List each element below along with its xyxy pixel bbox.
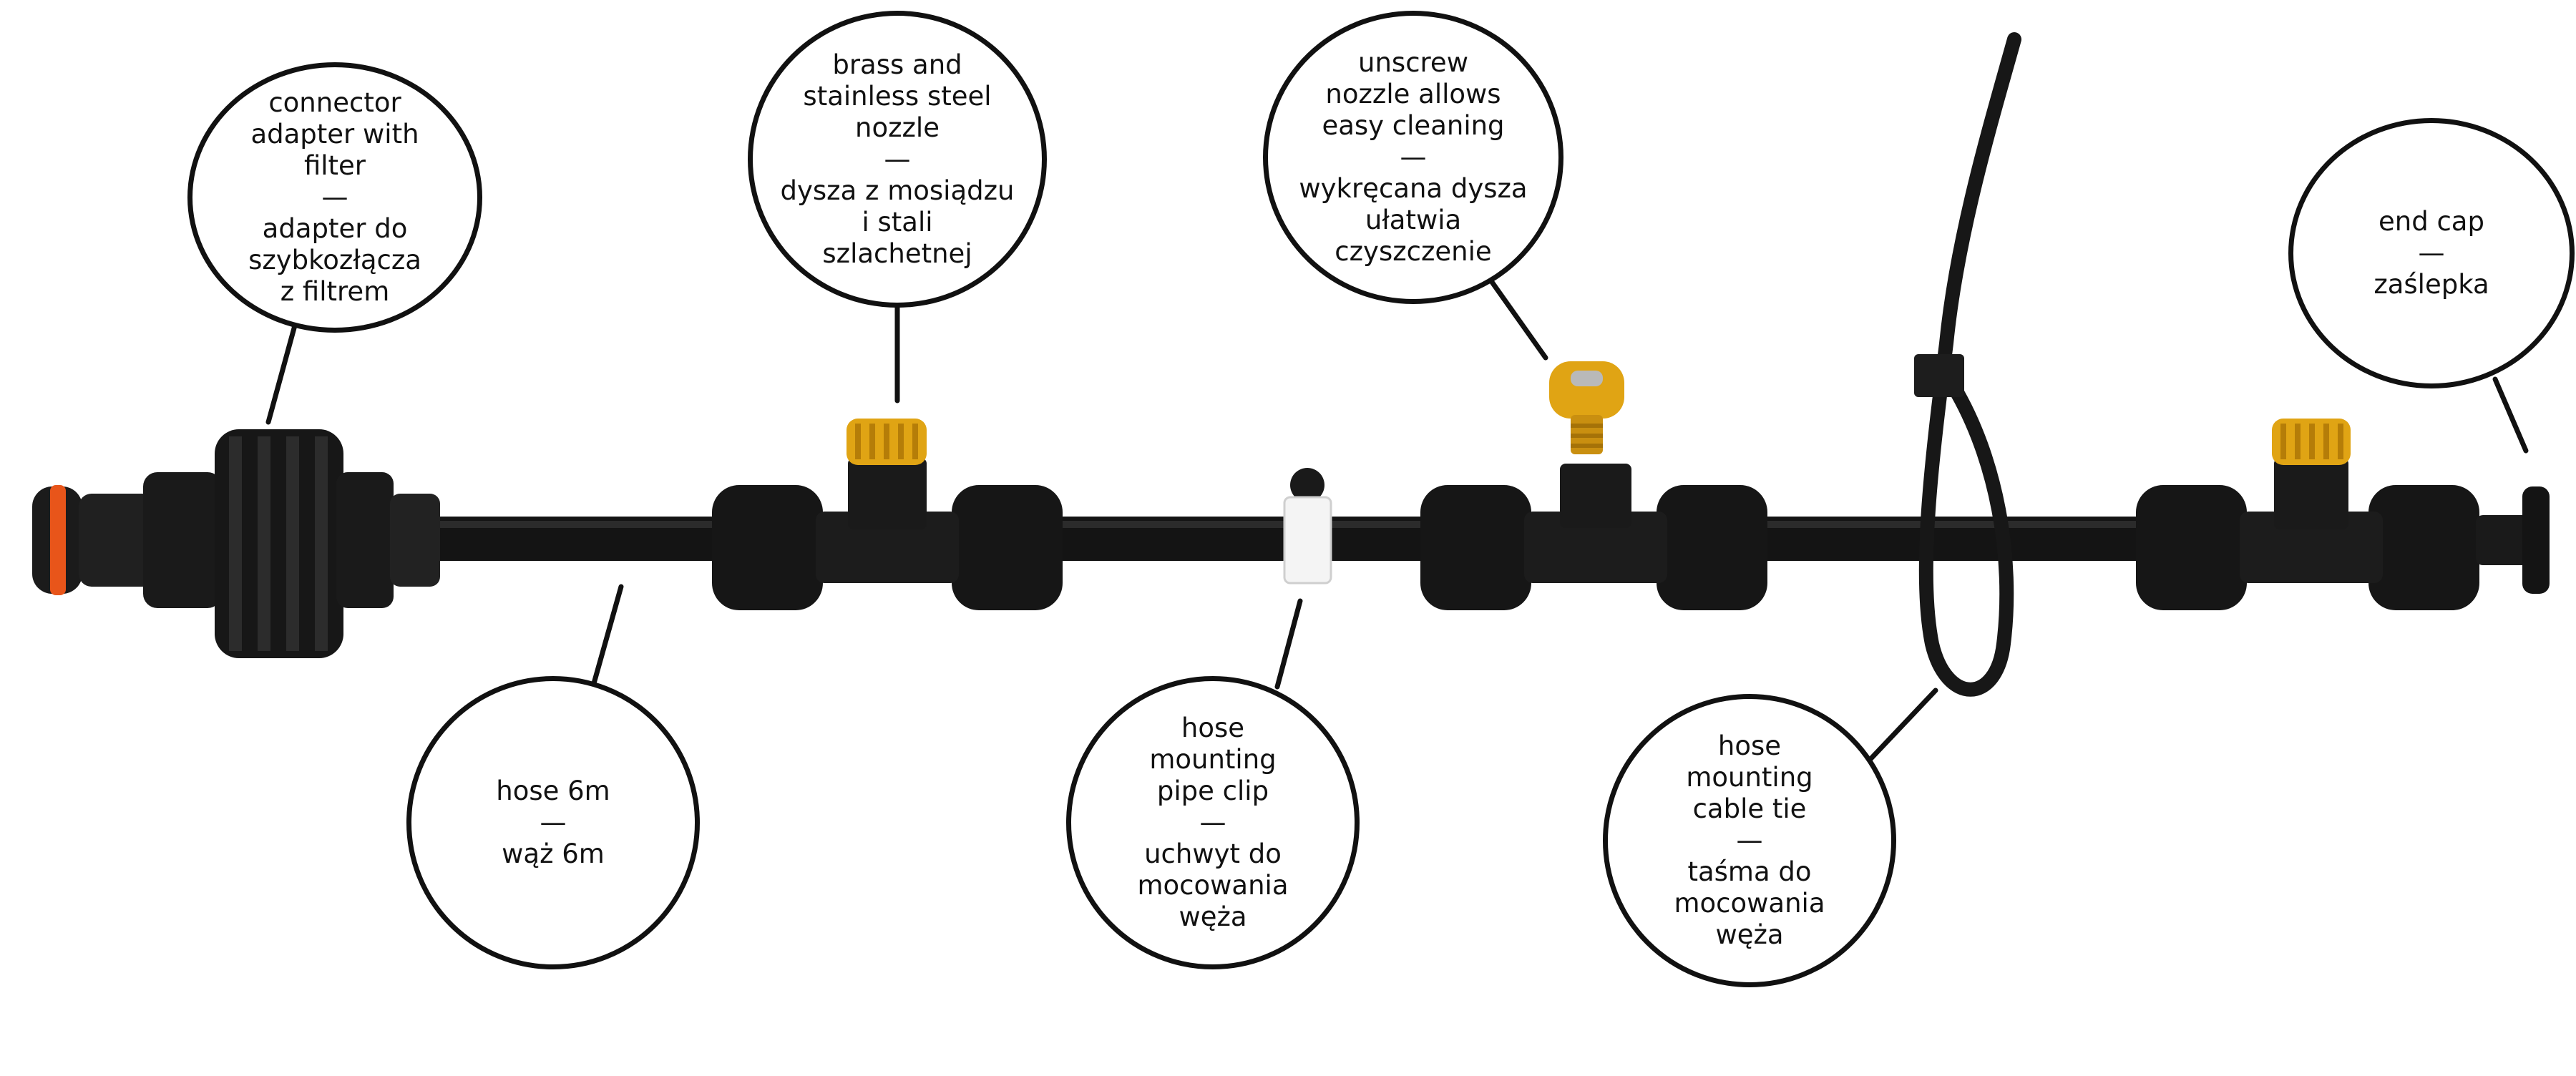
label-en-line: pipe clip [1156, 776, 1269, 806]
tee-fitting-1 [712, 419, 1063, 610]
separator: — [1736, 825, 1763, 856]
end-cap [2476, 486, 2550, 594]
label-pl-line: czyszczenie [1335, 236, 1492, 267]
connector-adapter [32, 429, 440, 658]
label-pl-line: szybkozłącza [248, 245, 421, 275]
label-pl-line: węża [1715, 919, 1784, 950]
label-pl-line: wykręcana dysza [1299, 173, 1528, 204]
callout-connector-text: connector adapter with filter — adapter … [248, 87, 421, 308]
pipe-clip [1283, 468, 1332, 585]
separator: — [1400, 142, 1427, 172]
leader-line-clip [1274, 598, 1303, 690]
separator: — [884, 143, 911, 175]
label-en-line: mounting [1686, 762, 1813, 793]
leader-line-hose [591, 584, 624, 686]
label-pl-line: szlachetnej [822, 238, 972, 269]
separator: — [1199, 807, 1226, 838]
label-pl-line: wąż 6m [502, 838, 605, 869]
callout-clip-text: hose mounting pipe clip — uchwyt do moco… [1138, 713, 1289, 933]
label-en-line: nozzle allows [1325, 79, 1501, 109]
separator: — [540, 807, 567, 838]
label-pl-line: mocowania [1137, 870, 1289, 901]
leader-line-connector [265, 323, 298, 425]
label-pl-line: węża [1179, 901, 1247, 932]
separator: — [2418, 238, 2445, 268]
label-pl-line: dysza z mosiądzu [780, 175, 1015, 206]
callout-clip: hose mounting pipe clip — uchwyt do moco… [1066, 676, 1360, 969]
loose-brass-nozzle [1549, 361, 1624, 454]
callout-unscrew-text: unscrew nozzle allows easy cleaning — wy… [1299, 47, 1527, 268]
leader-lines [265, 276, 2529, 761]
label-pl-line: adapter do [262, 213, 408, 244]
label-en-line: cable tie [1692, 793, 1807, 824]
leader-line-endcap [2492, 376, 2529, 454]
label-pl-line: zaślepka [2373, 269, 2489, 300]
callout-connector: connector adapter with filter — adapter … [187, 62, 482, 333]
label-en-line: stainless steel [803, 80, 992, 112]
label-en-line: hose 6m [496, 776, 610, 806]
label-pl-line: z filtrem [280, 276, 390, 307]
filter-ring [50, 485, 66, 595]
callout-nozzle: brass and stainless steel nozzle — dysza… [748, 11, 1047, 308]
callout-nozzle-text: brass and stainless steel nozzle — dysza… [781, 49, 1015, 270]
leader-line-unscrew [1487, 276, 1548, 361]
label-en-line: unscrew [1358, 47, 1468, 78]
label-en-line: hose [1181, 713, 1245, 743]
callout-hose-text: hose 6m — wąż 6m [496, 776, 610, 870]
label-en-line: nozzle [855, 112, 940, 143]
label-en-line: brass and [832, 49, 962, 80]
callout-hose: hose 6m — wąż 6m [406, 676, 700, 969]
callout-unscrew: unscrew nozzle allows easy cleaning — wy… [1263, 11, 1563, 304]
callout-cable-tie: hose mounting cable tie — taśma do mocow… [1603, 694, 1896, 987]
tee-fitting-2 [1420, 464, 1767, 610]
label-en-line: connector [268, 87, 401, 118]
label-pl-line: i stali [862, 206, 933, 238]
label-pl-line: mocowania [1674, 888, 1825, 919]
label-en-line: filter [303, 150, 366, 181]
leader-line-cable-tie [1868, 688, 1938, 761]
callout-endcap-text: end cap — zaślepka [2373, 206, 2489, 300]
separator: — [321, 182, 348, 212]
tee-fitting-3 [2136, 419, 2479, 610]
callout-cable-tie-text: hose mounting cable tie — taśma do mocow… [1674, 730, 1825, 951]
label-en-line: hose [1717, 730, 1782, 761]
label-en-line: mounting [1149, 744, 1277, 775]
label-en-line: easy cleaning [1322, 110, 1505, 141]
callout-endcap: end cap — zaślepka [2288, 118, 2575, 388]
label-pl-line: ułatwia [1365, 205, 1462, 235]
label-en-line: adapter with [250, 119, 419, 150]
cable-tie [1914, 32, 2021, 697]
label-pl-line: uchwyt do [1144, 838, 1282, 869]
label-en-line: end cap [2379, 206, 2484, 237]
label-pl-line: taśma do [1687, 856, 1812, 887]
